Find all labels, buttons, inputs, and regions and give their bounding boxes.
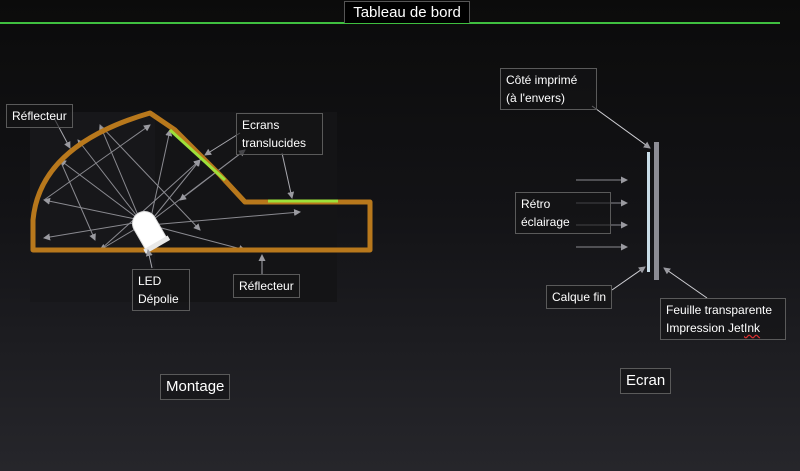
- label-reflector-top: Réflecteur: [6, 104, 73, 128]
- label-transparent-sheet: Feuille transparente Impression JetInk: [660, 298, 786, 340]
- page-title: Tableau de bord: [344, 1, 470, 23]
- caption-montage: Montage: [160, 374, 231, 400]
- label-transparent-sheet-line1: Feuille transparente: [666, 303, 773, 317]
- label-backlight-line2: éclairage: [521, 215, 570, 229]
- thin-tracing-paper: [647, 152, 650, 272]
- label-printed-side: Côté imprimé (à l'envers): [500, 68, 597, 110]
- label-sheet-ink: Ink: [744, 321, 761, 335]
- label-thin-tracing: Calque fin: [546, 285, 613, 309]
- caption-ecran: Ecran: [620, 368, 672, 394]
- label-backlight: Rétro éclairage: [515, 192, 611, 234]
- transparent-sheet: [654, 142, 659, 280]
- label-sheet-jet: Impression Jet: [666, 321, 745, 335]
- title-underline: [0, 22, 780, 24]
- reflector-housing: [30, 110, 373, 253]
- label-led: LED Dépolie: [132, 269, 190, 311]
- label-led-line1: LED: [138, 274, 162, 288]
- label-translucent-screens-line2: translucides: [242, 136, 307, 150]
- label-printed-side-line1: Côté imprimé: [506, 73, 578, 87]
- label-printed-side-line2: (à l'envers): [506, 91, 565, 105]
- ecran-callouts: [591, 105, 708, 299]
- label-reflector-bottom: Réflecteur: [233, 274, 300, 298]
- label-translucent-screens: Ecrans translucides: [236, 113, 323, 155]
- label-led-line2: Dépolie: [138, 292, 179, 306]
- title-bar: Tableau de bord: [0, 0, 800, 24]
- translucent-screen-slanted: [168, 128, 227, 182]
- label-translucent-screens-line1: Ecrans: [242, 118, 280, 132]
- light-rays: [43, 124, 301, 252]
- label-backlight-line1: Rétro: [521, 197, 551, 211]
- label-transparent-sheet-line2: Impression JetInk: [666, 319, 780, 337]
